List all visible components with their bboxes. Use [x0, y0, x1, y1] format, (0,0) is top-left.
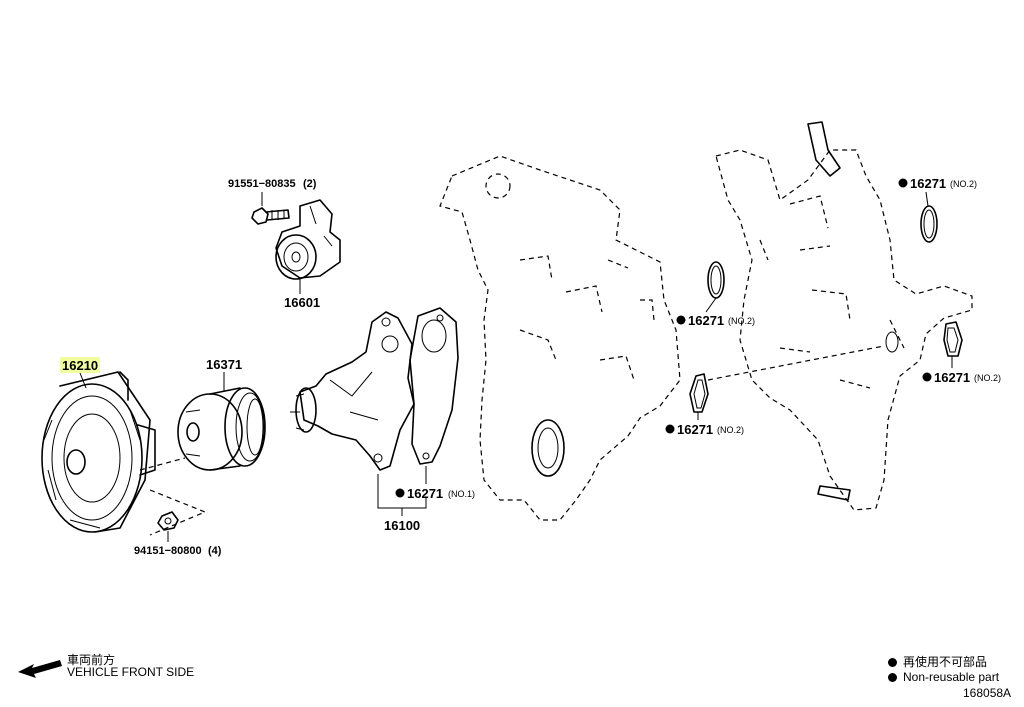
- part-sub-16271-no2-b: (NO.2): [728, 316, 755, 326]
- non-reusable-dot: [922, 372, 932, 382]
- legend-dot-icon: [888, 658, 897, 667]
- part-sub-16271-no1: (NO.1): [448, 489, 475, 499]
- diagram-id: 168058A: [963, 686, 1012, 700]
- non-reusable-dot: [395, 488, 405, 498]
- oring-d-drawing: [943, 321, 963, 357]
- part-label-16371[interactable]: 16371: [206, 357, 242, 372]
- vehicle-front-label-cn: 車両前方: [67, 653, 116, 667]
- part-label-16601[interactable]: 16601: [284, 295, 320, 310]
- part-label-16271-no1[interactable]: 16271: [407, 486, 443, 501]
- part-label-16271-no2-c[interactable]: 16271: [934, 370, 970, 385]
- oring-b-drawing: [920, 205, 938, 243]
- idler-pulley-drawing: [275, 199, 341, 280]
- non-reusable-dot: [676, 315, 686, 325]
- legend-en-text: Non-reusable part: [903, 670, 1000, 684]
- timing-cover-front-drawing: [439, 155, 681, 521]
- legend-cn: 再使用不可部品: [888, 653, 987, 670]
- legend-dot-icon: [888, 673, 897, 682]
- legend-en: Non-reusable part: [888, 670, 999, 684]
- pump-gasket-drawing: [409, 307, 459, 465]
- water-pump-drawing: [290, 311, 415, 471]
- part-sub-16271-no2-a: (NO.2): [950, 179, 977, 189]
- label-highlight: [60, 357, 100, 373]
- vehicle-front-arrow-icon: [18, 660, 62, 678]
- non-reusable-dot: [665, 424, 675, 434]
- fan-clutch-drawing: [41, 371, 156, 533]
- part-label-16271-no2-d[interactable]: 16271: [677, 422, 713, 437]
- part-label-94151[interactable]: 94151−80800: [134, 545, 202, 557]
- vehicle-front-label-en: VEHICLE FRONT SIDE: [67, 665, 195, 679]
- part-label-16271-no2-a[interactable]: 16271: [910, 176, 946, 191]
- part-label-16100[interactable]: 16100: [384, 518, 420, 533]
- oring-a-drawing: [707, 261, 725, 299]
- oring-c-drawing: [689, 373, 709, 413]
- legend-cn-text: 再使用不可部品: [903, 655, 988, 669]
- timing-case-drawing: [715, 121, 973, 511]
- part-label-16210-text[interactable]: 16210: [62, 358, 98, 373]
- part-sub-16271-no2-c: (NO.2): [974, 373, 1001, 383]
- part-qty-91551: (2): [303, 178, 317, 190]
- part-sub-16271-no2-d: (NO.2): [717, 425, 744, 435]
- non-reusable-dot: [898, 178, 908, 188]
- part-label-91551[interactable]: 91551−80835: [228, 178, 296, 190]
- part-label-16271-no2-b[interactable]: 16271: [688, 313, 724, 328]
- bolt-94151-drawing: [157, 511, 179, 531]
- bolt-91551-drawing: [251, 207, 290, 225]
- part-qty-94151: (4): [208, 545, 222, 557]
- pulley-drawing: [177, 387, 266, 471]
